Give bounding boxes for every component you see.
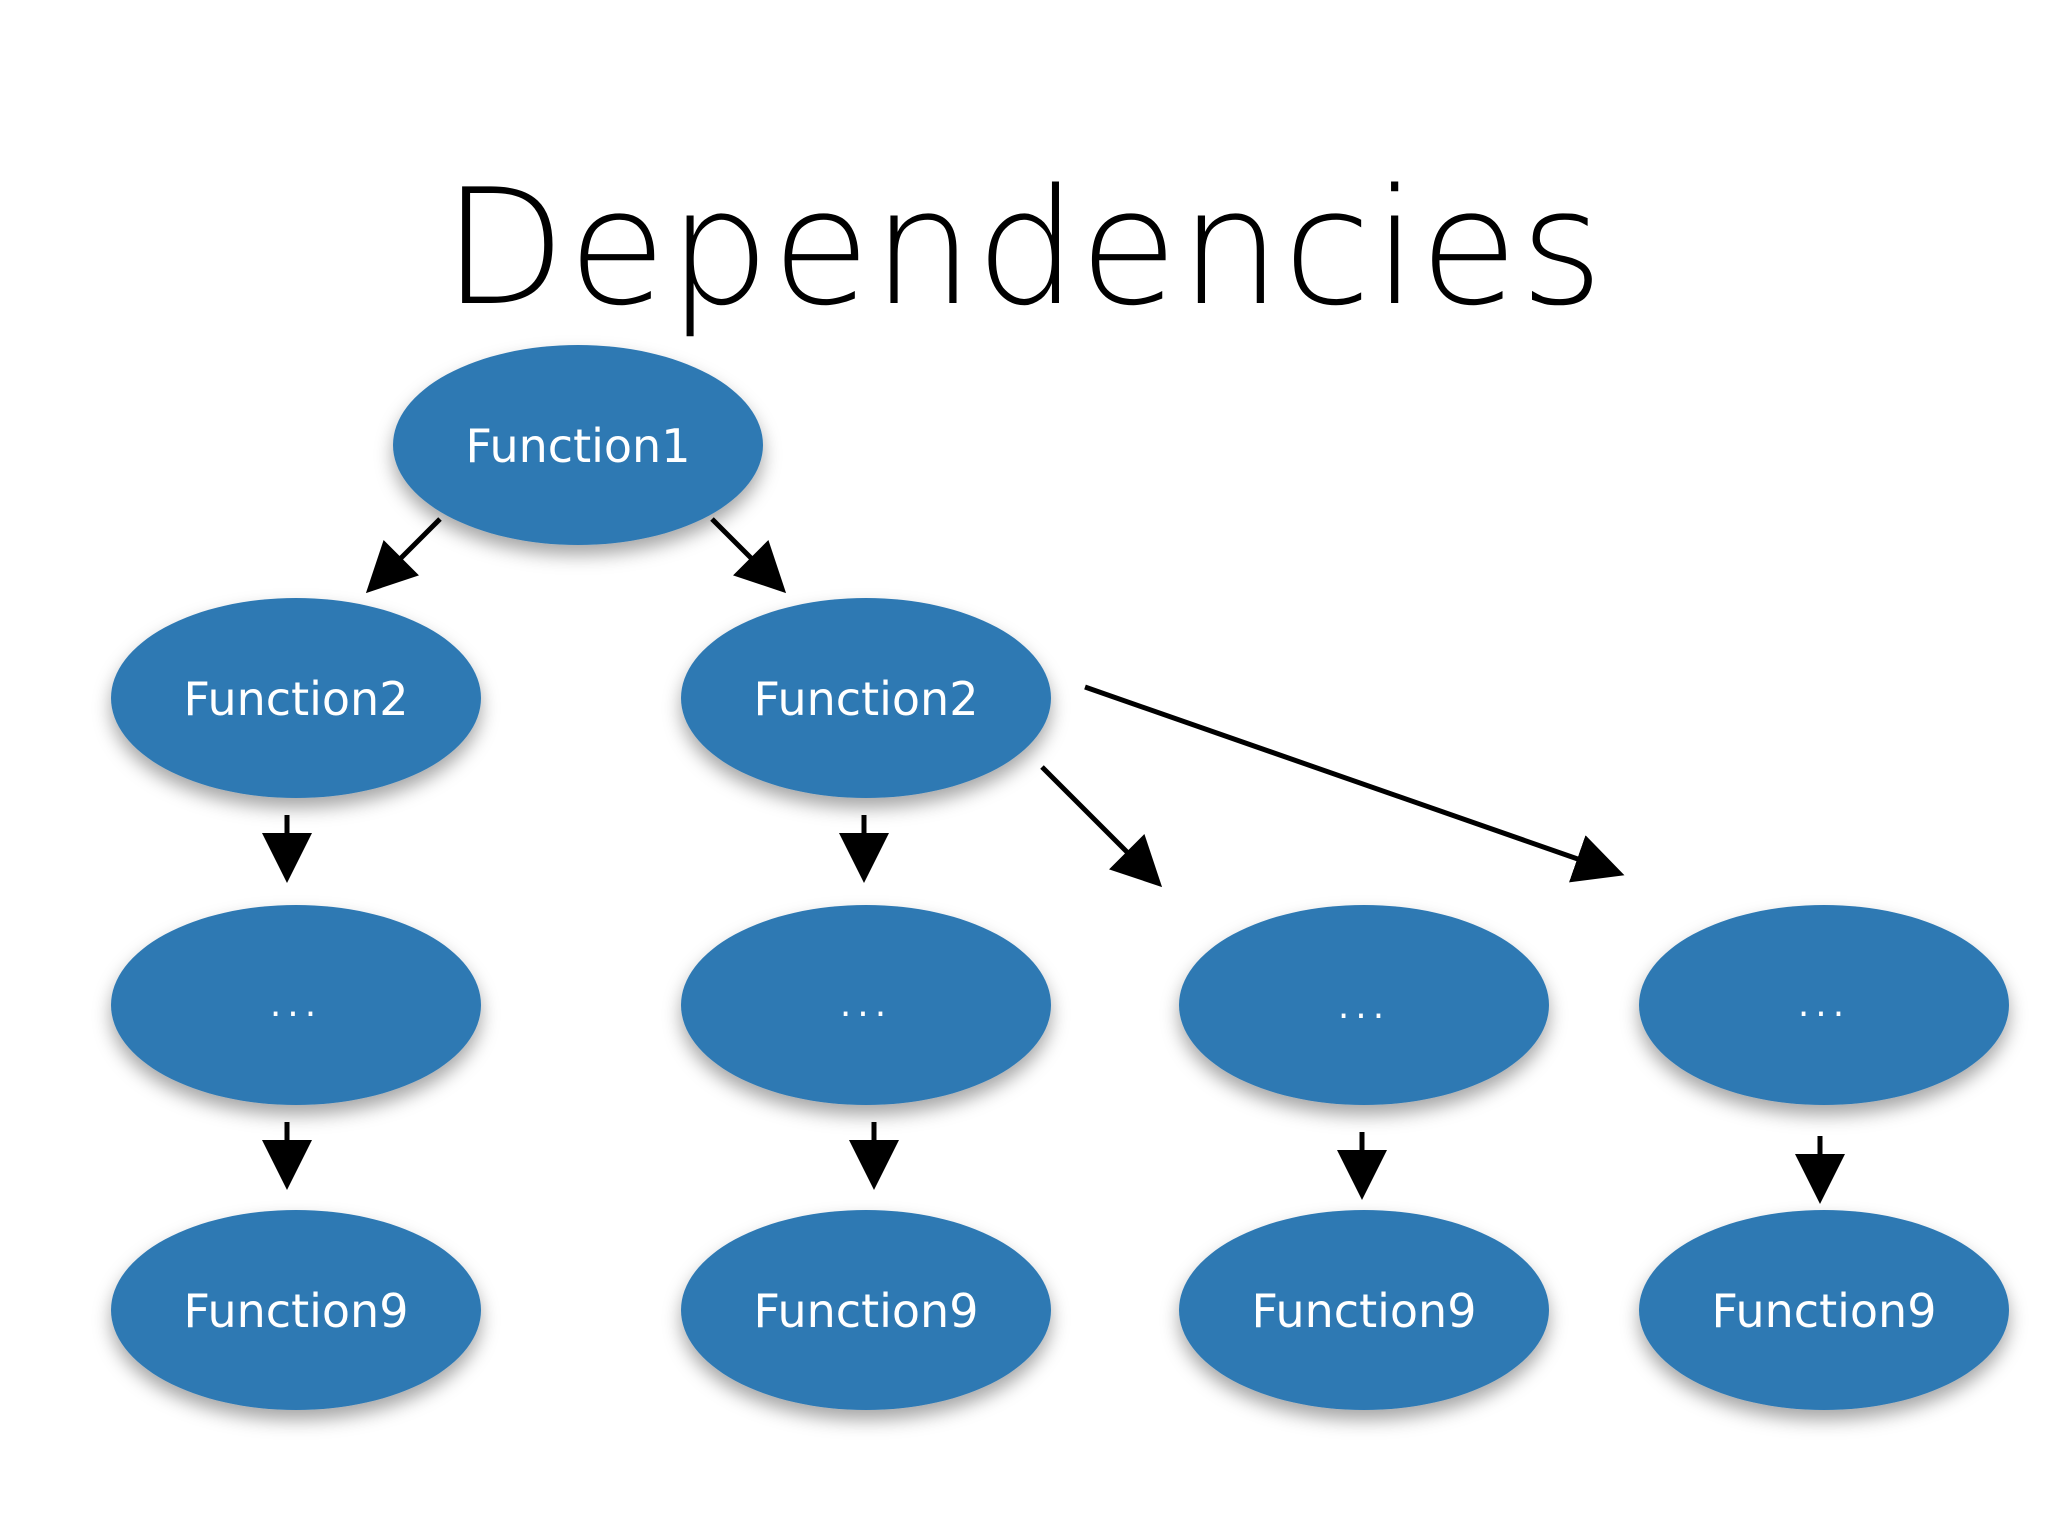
node-label: Function9: [754, 1284, 979, 1338]
node-ellipsis-a: ...: [111, 905, 481, 1105]
node-label: Function2: [754, 672, 979, 726]
node-label: Function1: [466, 419, 691, 473]
nodes: Function1 Function2 Function2 ... ... ..: [111, 345, 2009, 1410]
node-label: Function9: [184, 1284, 409, 1338]
node-function9-a: Function9: [111, 1210, 481, 1410]
node-label: Function9: [1252, 1284, 1477, 1338]
node-function2-right: Function2: [681, 598, 1051, 798]
node-ellipsis-c: ...: [1179, 905, 1549, 1105]
node-function2-left: Function2: [111, 598, 481, 798]
edge-f1-f2a: [365, 517, 442, 594]
node-label: Function9: [1712, 1284, 1937, 1338]
node-label: Function2: [184, 672, 409, 726]
node-function9-d: Function9: [1639, 1210, 2009, 1410]
node-label: ...: [270, 984, 322, 1025]
node-function1: Function1: [393, 345, 763, 545]
node-ellipsis-b: ...: [681, 905, 1051, 1105]
node-function9-c: Function9: [1179, 1210, 1549, 1410]
edge-f2b-dots-c: [1040, 765, 1163, 888]
edges: [262, 517, 1845, 1204]
edge-f1-f2b: [710, 517, 787, 594]
node-function9-b: Function9: [681, 1210, 1051, 1410]
slide-title: Dependencies: [442, 154, 1606, 341]
node-label: ...: [840, 984, 892, 1025]
edge-f2b-dots-d: [1084, 684, 1625, 883]
node-label: ...: [1338, 986, 1390, 1027]
node-ellipsis-d: ...: [1639, 905, 2009, 1105]
node-label: ...: [1798, 984, 1850, 1025]
